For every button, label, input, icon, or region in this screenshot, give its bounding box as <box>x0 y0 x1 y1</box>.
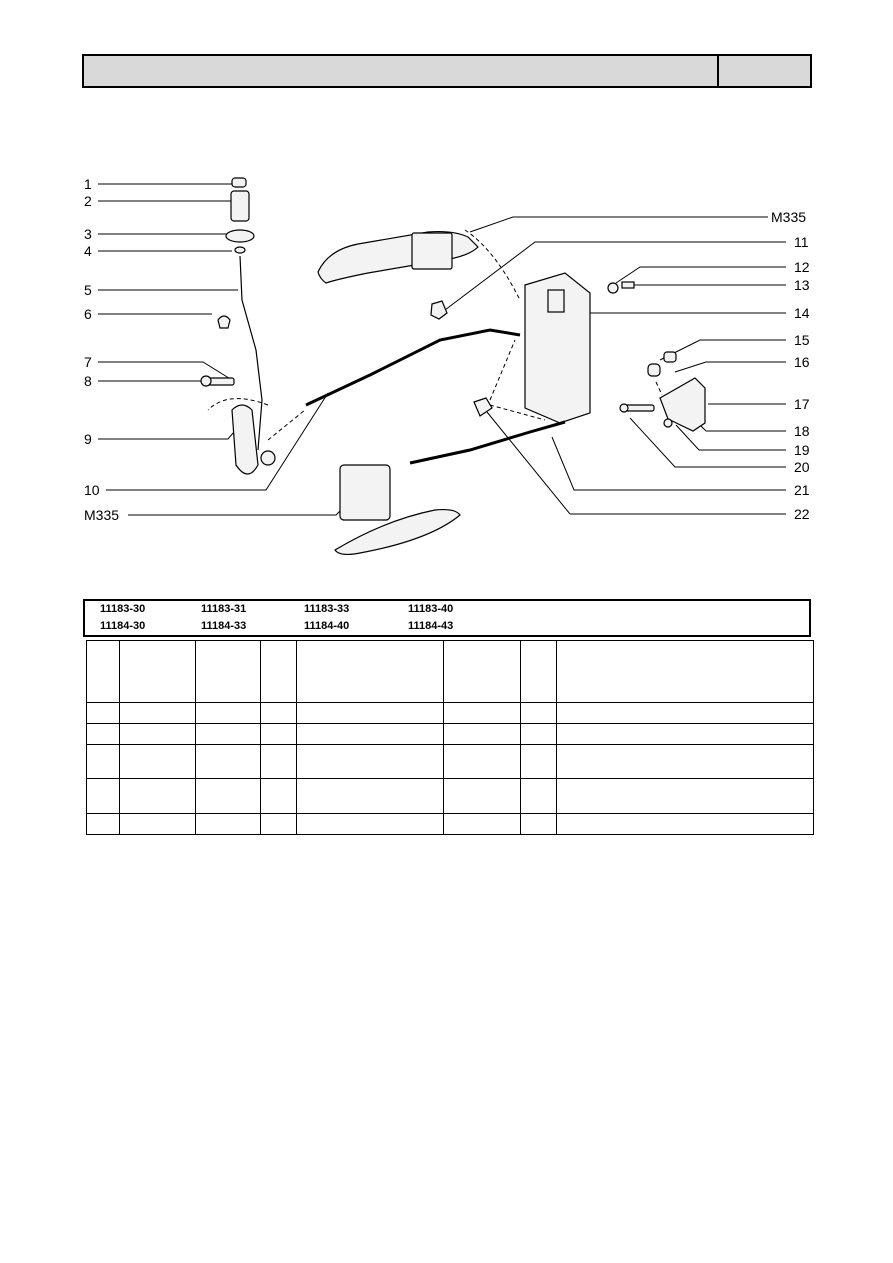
table-row <box>86 702 814 724</box>
callout-18: 18 <box>794 423 810 439</box>
table-row <box>86 813 814 835</box>
callout-6: 6 <box>84 306 92 322</box>
model-applicability-box: 11183-30 11183-31 11183-33 11183-40 1118… <box>83 599 811 637</box>
callout-8: 8 <box>84 373 92 389</box>
callout-20: 20 <box>794 459 810 475</box>
callout-m335-bottom: M335 <box>84 507 119 523</box>
table-row <box>86 744 814 779</box>
model-code: 11183-31 <box>201 603 247 615</box>
model-code: 11183-40 <box>408 603 454 615</box>
callout-7: 7 <box>84 354 92 370</box>
model-code: 11184-43 <box>408 620 454 632</box>
callout-12: 12 <box>794 259 810 275</box>
callout-14: 14 <box>794 305 810 321</box>
callout-19: 19 <box>794 442 810 458</box>
table-row <box>86 778 814 814</box>
table-header-row <box>86 640 814 703</box>
table-row <box>86 723 814 745</box>
model-code: 11184-30 <box>100 620 146 632</box>
callout-21: 21 <box>794 482 810 498</box>
page-header-bar <box>82 54 812 88</box>
model-code: 11183-33 <box>304 603 350 615</box>
model-code: 11183-30 <box>100 603 146 615</box>
door-lock-exploded-diagram: 1 2 3 4 5 6 7 8 9 10 M335 M335 11 12 13 … <box>84 176 810 556</box>
callout-3: 3 <box>84 226 92 242</box>
model-code: 11184-40 <box>304 620 350 632</box>
callout-4: 4 <box>84 243 92 259</box>
callout-2: 2 <box>84 193 92 209</box>
callout-13: 13 <box>794 277 810 293</box>
model-code: 11184-33 <box>201 620 247 632</box>
header-divider <box>717 56 719 86</box>
callout-17: 17 <box>794 396 810 412</box>
callout-15: 15 <box>794 332 810 348</box>
callout-10: 10 <box>84 482 100 498</box>
callout-m335-top: M335 <box>771 209 806 225</box>
callout-11: 11 <box>794 234 809 250</box>
callout-9: 9 <box>84 431 92 447</box>
callout-5: 5 <box>84 282 92 298</box>
callout-16: 16 <box>794 354 810 370</box>
callout-1: 1 <box>84 176 92 192</box>
callout-22: 22 <box>794 506 810 522</box>
parts-table <box>86 640 814 835</box>
